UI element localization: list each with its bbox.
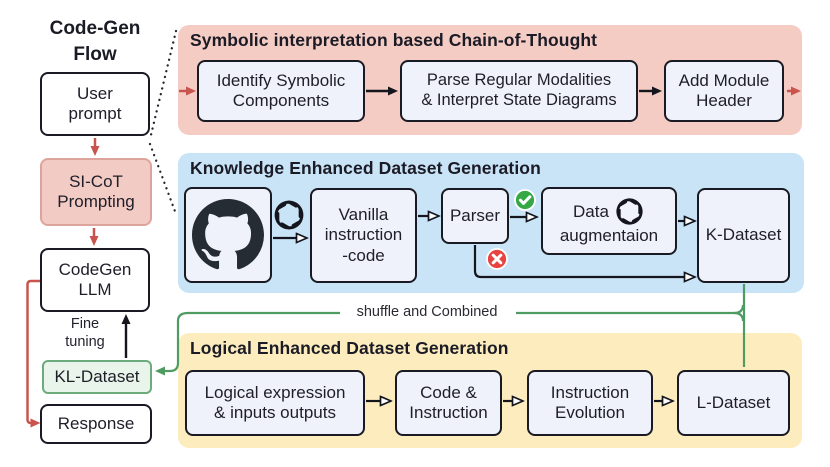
github-source-node [184, 187, 272, 283]
openai-logo-icon [614, 196, 645, 227]
github-logo-icon [192, 199, 264, 271]
data-augmentation-node: Data augmentaion [541, 187, 677, 255]
parse-modalities-node: Parse Regular Modalities & Interpret Sta… [400, 60, 638, 122]
fine-tuning-label: Fine tuning [65, 316, 105, 351]
green-junction-upper [733, 304, 745, 315]
response-node: Response [40, 404, 152, 444]
symbolic-panel-title: Symbolic interpretation based Chain-of-T… [190, 30, 598, 50]
k-dataset-node: K-Dataset [697, 188, 790, 283]
instruction-evolution-node: Instruction Evolution [527, 370, 653, 436]
figure-title: Code-Gen Flow [49, 18, 141, 65]
kl-dataset-node: KL-Dataset [42, 360, 152, 394]
user-prompt-node: User prompt [40, 72, 150, 136]
parser-node: Parser [441, 188, 509, 244]
identify-symbolic-node: Identify Symbolic Components [197, 60, 365, 122]
logical-expression-node: Logical expression & inputs outputs [185, 370, 365, 436]
code-instruction-node: Code & Instruction [395, 370, 502, 436]
openai-logo-icon [272, 198, 306, 232]
l-dataset-node: L-Dataset [677, 370, 790, 436]
dotted-line-to-knowledge-panel [148, 142, 178, 216]
codegen-llm-node: CodeGen LLM [40, 248, 150, 312]
arrow-codegen-to-response [26, 279, 41, 428]
vanilla-instruction-node: Vanilla instruction -code [310, 188, 417, 283]
data-aug-label-line1: Data [573, 201, 609, 221]
shuffle-combined-label: shuffle and Combined [356, 304, 498, 320]
sicot-prompting-node: SI-CoT Prompting [40, 158, 152, 226]
knowledge-panel-title: Knowledge Enhanced Dataset Generation [190, 158, 541, 178]
data-aug-label-line2: augmentaion [559, 225, 659, 245]
logical-panel-title: Logical Enhanced Dataset Generation [190, 338, 509, 358]
add-module-header-node: Add Module Header [664, 60, 784, 122]
green-junction-lower [733, 311, 745, 322]
